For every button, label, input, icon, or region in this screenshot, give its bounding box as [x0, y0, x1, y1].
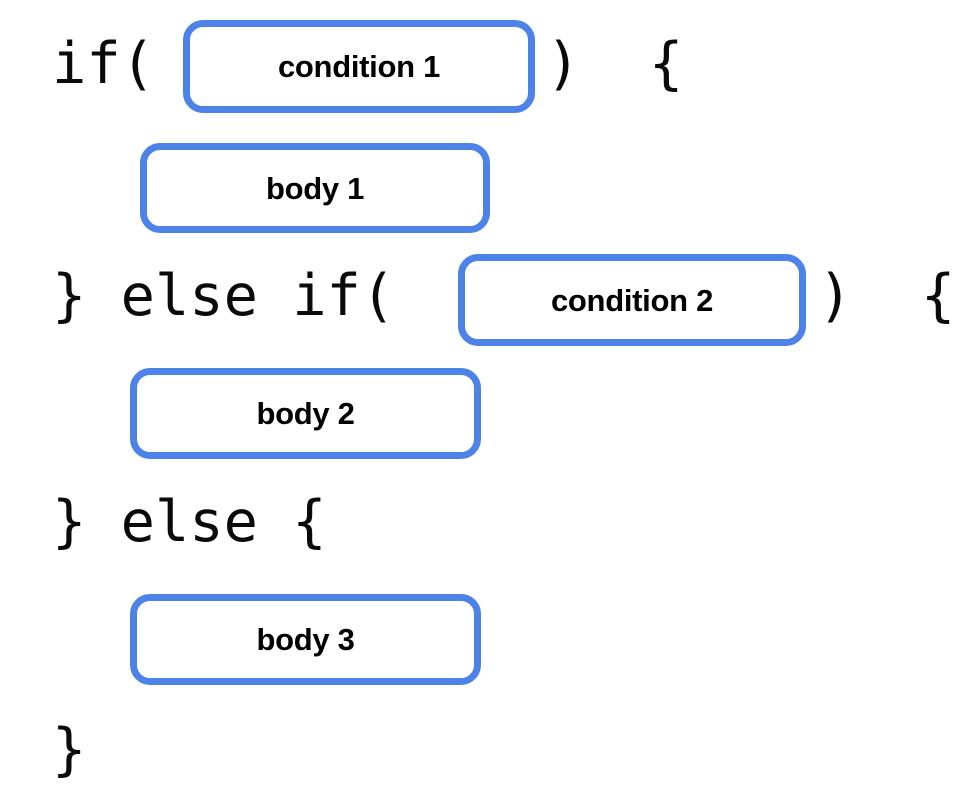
slot-condition-2-label: condition 2 — [550, 282, 714, 318]
slot-body-3[interactable]: body 3 — [130, 594, 481, 685]
code-text-close-paren-brace-2: ) { — [818, 263, 956, 329]
slot-body-2[interactable]: body 2 — [130, 368, 481, 459]
code-text-if-open: if( — [52, 31, 155, 97]
code-text-close-paren-brace-1: ) { — [546, 31, 684, 97]
slot-body-2-label: body 2 — [256, 396, 355, 431]
slot-condition-2[interactable]: condition 2 — [458, 254, 806, 346]
slot-body-3-label: body 3 — [256, 622, 355, 657]
slot-body-1[interactable]: body 1 — [140, 143, 490, 233]
slot-condition-1-label: condition 1 — [277, 49, 441, 84]
code-text-else-open: } else { — [52, 489, 327, 555]
slot-condition-1[interactable]: condition 1 — [183, 20, 535, 113]
code-text-end-brace: } — [52, 717, 87, 783]
code-text-else-if-open: } else if( — [52, 263, 396, 329]
slot-body-1-label: body 1 — [265, 170, 365, 206]
